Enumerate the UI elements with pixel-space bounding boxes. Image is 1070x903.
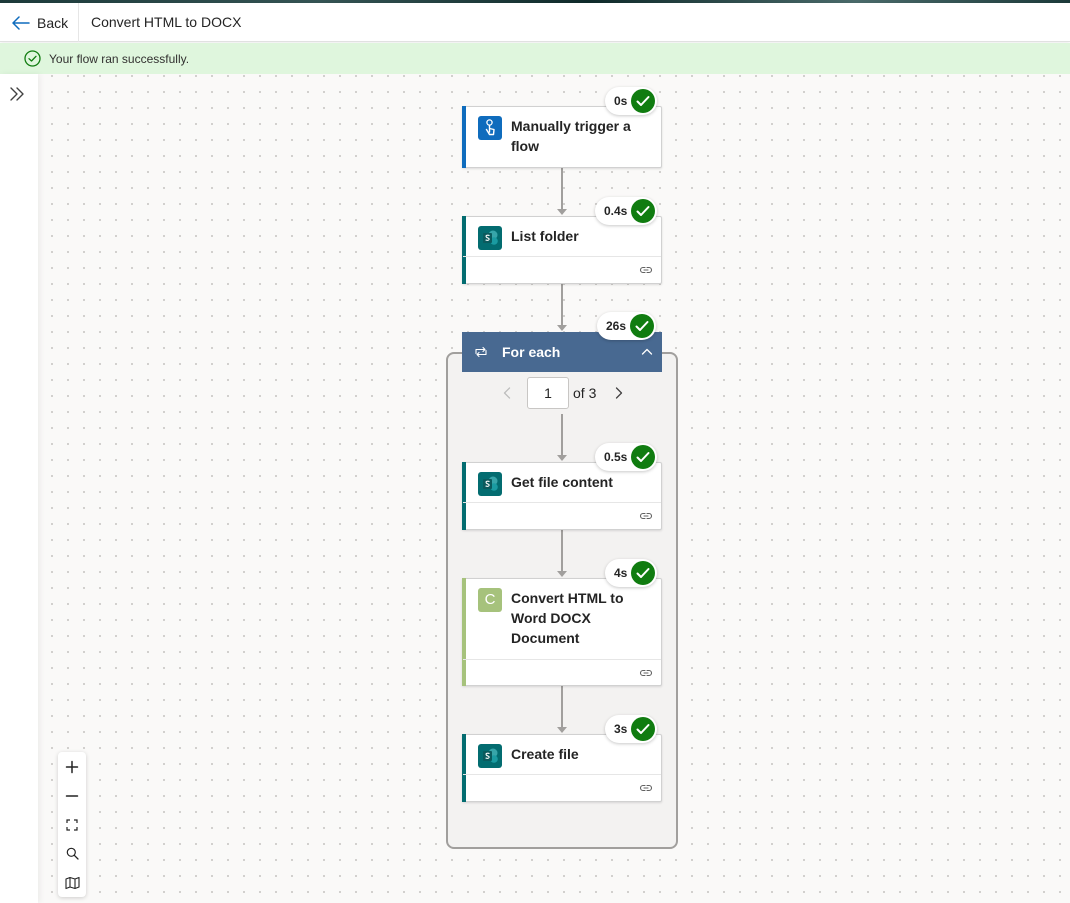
connector [561,168,563,210]
connector [561,686,563,728]
connector-arrow [557,571,567,577]
success-message: Your flow ran successfully. [49,51,190,66]
chevron-right-icon [616,387,623,399]
card-accent [462,216,466,284]
back-button[interactable]: Back [0,3,79,42]
loop-icon [475,346,487,358]
expand-panel-icon[interactable] [8,86,26,102]
duration-badge: 0.4s [595,197,658,225]
trigger-title: Manually trigger a flow [511,118,631,154]
search-icon [66,847,79,860]
convert-html-title: Convert HTML to Word DOCX Document [511,590,624,646]
trigger-card[interactable]: Manually trigger a flow [462,106,662,168]
connector [561,530,563,572]
connector-arrow [557,325,567,331]
arrow-left-icon [12,15,30,30]
duration-label: 0.4s [604,204,628,218]
create-file-card[interactable]: Create file [462,734,662,802]
sharepoint-icon [478,226,502,250]
get-file-content-title: Get file content [511,474,613,490]
zoom-in-button[interactable] [58,752,86,781]
card-footer [463,256,661,282]
fit-view-button[interactable] [58,810,86,839]
iteration-pager: of 3 [496,377,630,409]
duration-label: 0s [614,94,628,108]
sharepoint-icon [478,472,502,496]
link-icon[interactable] [639,509,653,523]
convert-html-card[interactable]: C Convert HTML to Word DOCX Document [462,578,662,686]
get-file-content-card[interactable]: Get file content [462,462,662,530]
foreach-title: For each [502,344,561,360]
success-banner: Your flow ran successfully. [0,43,1070,74]
create-file-title: Create file [511,746,579,762]
success-check-icon [631,561,656,585]
iteration-input[interactable] [527,377,569,409]
flow-title: Convert HTML to DOCX [91,14,242,30]
success-check-icon [631,89,656,113]
duration-badge: 4s [605,559,658,587]
chevron-up-icon[interactable] [640,345,654,359]
fit-screen-icon [66,818,78,831]
plus-icon [65,760,79,773]
link-icon[interactable] [639,781,653,795]
minus-icon [65,794,79,797]
connector [561,414,563,456]
connector-arrow [557,209,567,215]
connector-arrow [557,455,567,461]
iteration-total: of 3 [573,385,597,401]
map-icon [64,876,80,889]
duration-label: 0.5s [604,450,628,464]
top-decor-strip [0,0,1070,3]
zoom-out-button[interactable] [58,781,86,810]
list-folder-card[interactable]: List folder [462,216,662,284]
header-bar: Back Convert HTML to DOCX [0,3,1070,42]
converter-icon-letter: C [484,591,496,608]
success-check-icon [631,445,656,469]
success-check-icon [631,199,656,223]
list-folder-title: List folder [511,228,579,244]
next-iteration-button[interactable] [608,377,630,409]
previous-iteration-button[interactable] [496,377,518,409]
minimap-button[interactable] [58,868,86,897]
success-check-icon [631,717,656,741]
success-check-icon [630,314,655,338]
duration-label: 26s [606,319,627,333]
back-label: Back [37,14,69,31]
touch-icon [478,116,502,140]
converter-icon: C [478,588,502,612]
connector [561,284,563,326]
card-accent [462,578,466,686]
duration-badge: 26s [597,312,657,340]
search-button[interactable] [58,839,86,868]
duration-badge: 3s [605,715,658,743]
chevron-left-icon [503,387,511,399]
link-icon[interactable] [639,666,653,680]
duration-badge: 0.5s [595,443,658,471]
card-footer [463,502,661,528]
duration-label: 3s [614,722,628,736]
card-footer [463,774,661,800]
card-accent [462,106,466,168]
canvas-controls [58,752,86,897]
duration-badge: 0s [605,87,658,115]
card-footer [463,659,661,685]
duration-label: 4s [614,566,628,580]
link-icon[interactable] [639,263,653,277]
sharepoint-icon [478,744,502,768]
side-rail [0,74,38,903]
card-accent [462,462,466,530]
connector-arrow [557,727,567,733]
card-accent [462,734,466,802]
check-circle-icon [24,50,41,67]
